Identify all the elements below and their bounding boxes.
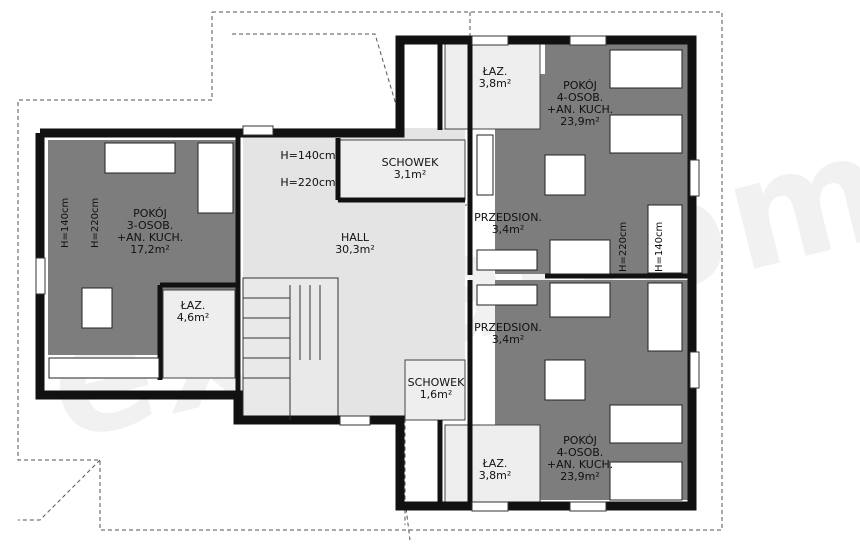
- hall-h220: H=220cm: [280, 176, 336, 189]
- right-h140: H=140cm: [654, 221, 665, 272]
- left-h140: H=140cm: [60, 197, 71, 248]
- pokoj-bottom-l2: 4-OSOB.: [556, 446, 604, 459]
- inner-walls: [157, 40, 692, 506]
- schowek-bottom-floor: [404, 359, 466, 421]
- pokoj-left-l2: 3-OSOB.: [126, 219, 174, 232]
- pokoj-left-l1: POKÓJ: [133, 207, 167, 220]
- schowek-bottom-name: SCHOWEK: [407, 376, 465, 389]
- hall-label: HALL 30,3m²: [310, 232, 400, 256]
- laz-top-area: 3,8m²: [478, 77, 512, 90]
- pokoj-top-label: POKÓJ 4-OSOB. +AN. KUCH. 23,9m²: [525, 80, 635, 128]
- laz-left-area: 4,6m²: [176, 311, 210, 324]
- laz-left-label: ŁAZ. 4,6m²: [168, 300, 218, 324]
- laz-bottom-area: 3,8m²: [478, 469, 512, 482]
- stairs: [243, 285, 321, 420]
- laz-bottom-floor: [444, 424, 541, 506]
- schowek-top-label: SCHOWEK 3,1m²: [375, 157, 445, 181]
- pokoj-top-l1: POKÓJ: [563, 79, 597, 92]
- pokoj-top-l3: +AN. KUCH.: [546, 103, 614, 116]
- pokoj-bottom-label: POKÓJ 4-OSOB. +AN. KUCH. 23,9m²: [525, 435, 635, 483]
- hall-area: 30,3m²: [335, 243, 375, 256]
- pokoj-bottom-l1: POKÓJ: [563, 434, 597, 447]
- pokoj-top-area: 23,9m²: [560, 115, 600, 128]
- przedsion-bottom-area: 3,4m²: [491, 333, 525, 346]
- pokoj-bottom-area: 23,9m²: [560, 470, 600, 483]
- furniture: [48, 49, 683, 501]
- laz-left-name: ŁAZ.: [180, 299, 206, 312]
- schowek-bottom-label: SCHOWEK 1,6m²: [400, 377, 472, 401]
- right-h220: H=220cm: [618, 221, 629, 272]
- laz-bottom-label: ŁAZ. 3,8m²: [470, 458, 520, 482]
- laz-top-label: ŁAZ. 3,8m²: [470, 66, 520, 90]
- walls: [35, 35, 697, 511]
- przedsion-bottom-label: PRZEDSION. 3,4m²: [468, 322, 548, 346]
- pokoj-left-label: POKÓJ 3-OSOB. +AN. KUCH. 17,2m²: [95, 208, 205, 256]
- przedsion-top-label: PRZEDSION. 3,4m²: [468, 212, 548, 236]
- laz-top-floor: [444, 43, 541, 130]
- laz-left-floor: [162, 289, 236, 379]
- hall-name: HALL: [340, 231, 370, 244]
- laz-top-name: ŁAZ.: [482, 65, 508, 78]
- left-h220: H=220cm: [90, 197, 101, 248]
- schowek-bottom-area: 1,6m²: [419, 388, 453, 401]
- przedsion-bottom-name: PRZEDSION.: [474, 321, 542, 334]
- pokoj-top-l2: 4-OSOB.: [556, 91, 604, 104]
- laz-bottom-name: ŁAZ.: [482, 457, 508, 470]
- pokoj-left-area: 17,2m²: [130, 243, 170, 256]
- hall-h140: H=140cm: [280, 149, 336, 162]
- pokoj-left-l3: +AN. KUCH.: [116, 231, 184, 244]
- schowek-top-name: SCHOWEK: [381, 156, 439, 169]
- schowek-top-area: 3,1m²: [393, 168, 427, 181]
- schowek-top-floor: [337, 139, 466, 201]
- przedsion-top-name: PRZEDSION.: [474, 211, 542, 224]
- windows: [35, 35, 700, 512]
- pokoj-bottom-l3: +AN. KUCH.: [546, 458, 614, 471]
- przedsion-top-area: 3,4m²: [491, 223, 525, 236]
